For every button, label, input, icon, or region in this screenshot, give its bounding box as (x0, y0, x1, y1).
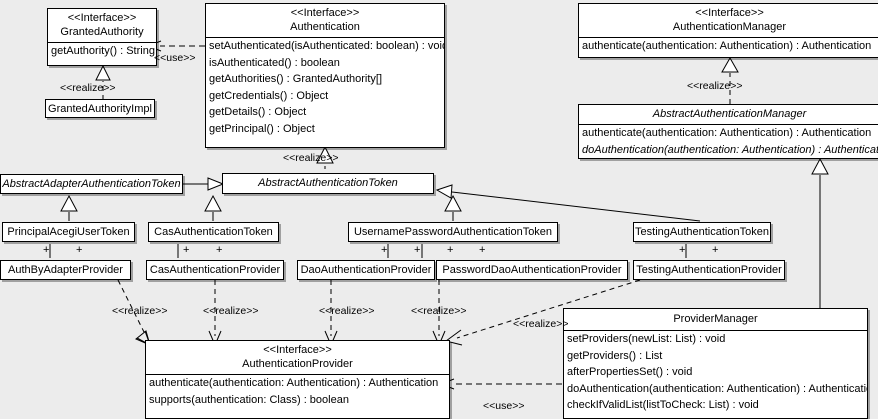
edge-label-use-authentication-grantedauthority: <<use>> (154, 52, 196, 64)
class-header: AbstractAuthenticationManager (579, 105, 878, 124)
edge-label-realize-testingauthenticationprovider: <<realize>> (513, 318, 569, 330)
member-row: getPrincipal() : Object (209, 122, 315, 135)
member-row: doAuthentication(authentication: Authent… (567, 382, 867, 395)
edge-label-realize-abstractauthenticationmanager: <<realize>> (687, 80, 743, 92)
association-marker-plus: + (43, 244, 50, 256)
member-row: authenticate(authentication: Authenticat… (149, 377, 439, 389)
member-row: supports(authentication: Class) : boolea… (149, 393, 349, 406)
association-marker-plus: + (712, 244, 719, 256)
member-row: getAuthorities() : GrantedAuthority[] (209, 73, 383, 86)
class-cas-authentication-token[interactable]: CasAuthenticationToken (148, 222, 279, 242)
member-row: isAuthenticated() : boolean (209, 56, 340, 69)
class-name: AuthenticationManager (672, 21, 787, 33)
association-marker-plus: + (479, 244, 486, 256)
class-name: AbstractAuthenticationManager (652, 108, 807, 120)
member-row: getAuthority() : String (51, 45, 155, 57)
class-principal-acegi-user-token[interactable]: PrincipalAcegiUserToken (2, 222, 135, 242)
association-marker-plus: + (447, 244, 454, 256)
member-row: checkIfValidList(listToCheck: List) : vo… (567, 399, 759, 412)
member-row: doAuthentication(authentication: Authent… (582, 143, 878, 156)
association-marker-plus: + (76, 244, 83, 256)
association-marker-plus: + (216, 244, 223, 256)
member-row: getProviders() : List (567, 349, 663, 362)
class-header: <<Interface>> GrantedAuthority (48, 9, 156, 42)
edge-label-use-providermanager-authenticationprovider: <<use>> (483, 400, 525, 412)
class-username-password-authentication-token[interactable]: UsernamePasswordAuthenticationToken (348, 222, 558, 242)
member-row: authenticate(authentication: Authenticat… (582, 127, 872, 139)
members-compartment: setAuthenticated(isAuthenticated: boolea… (206, 37, 444, 138)
stereotype-label: <<Interface>> (290, 7, 360, 19)
edge-label-realize-casauthenticationprovider: <<realize>> (203, 305, 259, 317)
member-row: getCredentials() : Object (209, 89, 329, 102)
edge-label-realize-grantedauthorityimpl: <<realize>> (60, 82, 116, 94)
members-compartment: getAuthority() : String (48, 42, 156, 60)
edge-label-realize-abstractauthenticationtoken: <<realize>> (283, 152, 339, 164)
class-testing-authentication-provider[interactable]: TestingAuthenticationProvider (633, 260, 785, 280)
class-granted-authority-impl[interactable]: GrantedAuthorityImpl (45, 99, 155, 118)
class-name: ProviderManager (673, 313, 758, 325)
member-row: afterPropertiesSet() : void (567, 366, 693, 379)
class-abstract-authentication-manager[interactable]: AbstractAuthenticationManager authentica… (578, 104, 878, 159)
class-provider-manager[interactable]: ProviderManager setProviders(newList: Li… (563, 308, 868, 419)
edge-label-realize-authbyadapterprovider: <<realize>> (112, 305, 168, 317)
class-testing-authentication-token[interactable]: TestingAuthenticationToken (633, 222, 771, 242)
association-marker-plus: + (414, 244, 421, 256)
class-cas-authentication-provider[interactable]: CasAuthenticationProvider (146, 260, 284, 280)
member-row: setAuthenticated(isAuthenticated: boolea… (209, 40, 444, 52)
stereotype-label: <<Interface>> (67, 12, 137, 24)
member-row: authenticate(authentication: Authenticat… (582, 40, 872, 52)
members-compartment: authenticate(authentication: Authenticat… (579, 124, 878, 158)
class-name: AuthenticationProvider (242, 358, 353, 370)
edge-label-realize-passworddaoauthenticationprovider: <<realize>> (411, 305, 467, 317)
members-compartment: setProviders(newList: List) : void getPr… (564, 330, 867, 414)
stereotype-label: <<Interface>> (263, 344, 332, 356)
class-granted-authority[interactable]: <<Interface>> GrantedAuthority getAuthor… (47, 8, 157, 66)
association-marker-plus: + (183, 244, 190, 256)
class-abstract-adapter-authentication-token[interactable]: AbstractAdapterAuthenticationToken (0, 174, 183, 194)
class-authentication-provider[interactable]: <<Interface>> AuthenticationProvider aut… (145, 340, 450, 419)
class-authentication[interactable]: <<Interface>> Authentication setAuthenti… (205, 3, 445, 148)
association-marker-plus: + (381, 244, 388, 256)
members-compartment: authenticate(authentication: Authenticat… (579, 37, 878, 55)
class-dao-authentication-provider[interactable]: DaoAuthenticationProvider (297, 260, 435, 280)
class-header: <<Interface>> AuthenticationManager (579, 4, 878, 37)
class-password-dao-authentication-provider[interactable]: PasswordDaoAuthenticationProvider (436, 260, 628, 280)
class-name: Authentication (290, 21, 360, 33)
class-name: GrantedAuthority (60, 26, 144, 38)
class-auth-by-adapter-provider[interactable]: AuthByAdapterProvider (0, 260, 131, 280)
class-header: ProviderManager (564, 309, 867, 330)
class-header: <<Interface>> Authentication (206, 4, 444, 37)
members-compartment: authenticate(authentication: Authenticat… (146, 374, 449, 408)
stereotype-label: <<Interface>> (695, 7, 764, 19)
member-row: setProviders(newList: List) : void (567, 333, 726, 345)
association-marker-plus: + (679, 244, 686, 256)
class-authentication-manager[interactable]: <<Interface>> AuthenticationManager auth… (578, 3, 878, 58)
class-header: <<Interface>> AuthenticationProvider (146, 341, 449, 374)
member-row: getDetails() : Object (209, 106, 307, 119)
class-abstract-authentication-token[interactable]: AbstractAuthenticationToken (222, 173, 434, 194)
edge-label-realize-daoauthenticationprovider: <<realize>> (319, 305, 375, 317)
